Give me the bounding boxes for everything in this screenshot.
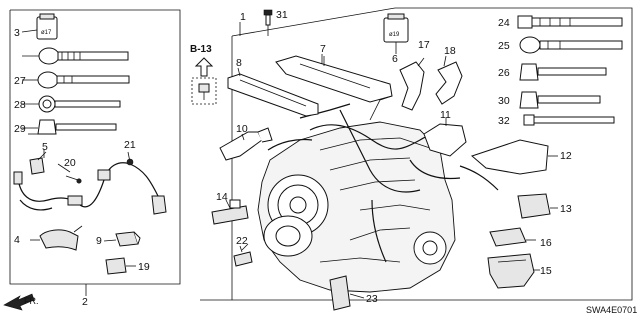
clip-size-label-6: ø19 [389,32,400,38]
callout-labels: 1 2 3 4 5 6 7 8 9 10 11 12 13 14 15 16 1… [14,9,572,308]
callout-25: 25 [498,40,510,52]
b13-reference [191,57,217,105]
front-direction-label: FR. [24,296,39,306]
callout-15: 15 [540,265,552,277]
part-28-clip-left [22,95,121,113]
leader-lines [28,22,447,253]
callout-30: 30 [498,95,510,107]
callout-7: 7 [320,43,326,55]
callout-10: 10 [236,123,248,135]
part-8-rail [227,73,319,117]
callout-21: 21 [124,139,136,151]
part-11-bracket [423,118,467,157]
clip-size-label-3: ø17 [41,30,52,36]
part-32-clip-right [523,114,615,126]
callout-11: 11 [440,109,451,121]
part-12-cover [471,139,558,175]
part-16-cover [489,227,536,247]
callout-3: 3 [14,27,20,39]
diagram-code: SWA4E0701 [586,305,637,315]
callout-14: 14 [216,191,228,203]
front-direction-arrow [3,293,35,311]
callout-1: 1 [240,11,246,23]
callout-32: 32 [498,115,510,127]
callout-13: 13 [560,203,572,215]
callout-28: 28 [14,99,26,111]
part-30-clip-right [519,91,601,109]
part-27-tie-left [22,71,130,89]
part-26-tie-right [519,63,607,81]
callout-17: 17 [418,39,430,51]
part-13-clip [517,193,558,219]
part-23-cover [329,275,365,311]
part-14-clip [211,199,249,225]
callout-20: 20 [64,157,76,169]
callout-24: 24 [498,17,510,29]
callout-27: 27 [14,75,26,87]
callout-22: 22 [236,235,248,247]
part-6-clip: ø19 [383,13,409,54]
part-15-clip [487,253,540,289]
part-3-clip: ø17 [21,13,58,40]
callout-18: 18 [444,45,456,57]
part-26-tie-left [22,47,129,65]
part-24-tie-right [517,15,623,29]
part-10-bracket [219,127,273,161]
callout-5: 5 [42,141,48,153]
part-18-bracket [435,61,463,105]
callout-19: 19 [138,261,150,273]
part-25-tie-right [519,36,623,54]
part-22-clip [233,243,253,267]
reference-label: B-13 [190,44,212,55]
callout-16: 16 [540,237,552,249]
left-sub-harness [13,151,167,275]
part-29-clip-left [22,119,117,135]
part-17-bracket [399,57,425,111]
callout-2: 2 [82,296,88,308]
callout-26: 26 [498,67,510,79]
callout-8: 8 [236,57,242,69]
callout-4: 4 [14,234,20,246]
part-7-cover [275,55,393,103]
callout-31: 31 [276,9,288,21]
callout-9: 9 [96,235,102,247]
left-kit-frame [9,9,181,285]
part-31-bolt [263,9,273,36]
engine-block [257,95,456,293]
callout-23: 23 [366,293,378,305]
callout-12: 12 [560,150,572,162]
callout-29: 29 [14,123,26,135]
callout-6: 6 [392,53,398,65]
